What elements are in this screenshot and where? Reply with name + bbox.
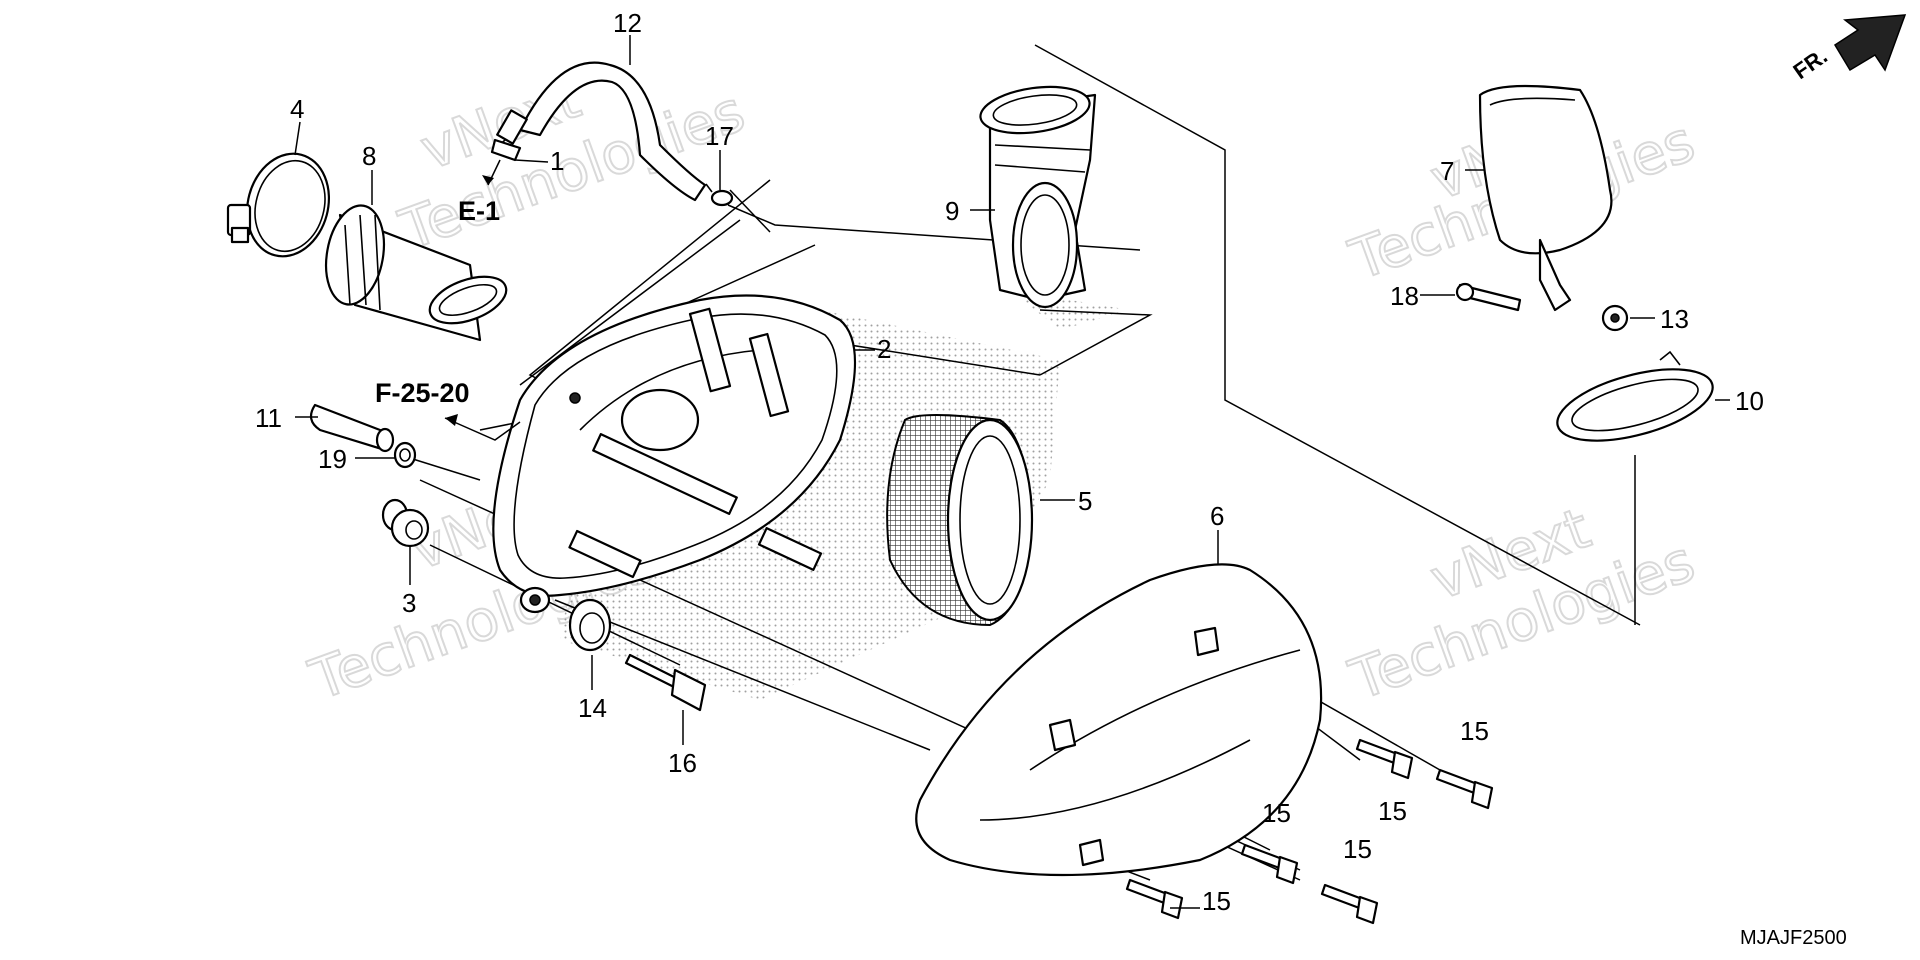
bolt-15 [1355, 738, 1414, 780]
callout-10: 10 [1735, 386, 1764, 416]
part-8-connecting-tube [324, 204, 508, 342]
part-2-air-cleaner-case [492, 294, 857, 614]
callout-16: 16 [668, 748, 697, 778]
bolt-15 [1125, 878, 1184, 920]
part-18-screw [1455, 282, 1522, 312]
bolt-15 [1320, 883, 1379, 925]
part-16-bolt [624, 653, 707, 712]
callout-17: 17 [705, 121, 734, 151]
part-17-clip [705, 183, 734, 207]
part-5-air-filter [886, 414, 1034, 627]
callout-15: 15 [1262, 798, 1291, 828]
callout-19: 19 [318, 444, 347, 474]
reference-e1: E-1 [458, 159, 501, 226]
callout-1: 1 [550, 146, 564, 176]
front-direction-indicator: FR. [1789, 14, 1907, 84]
callout-3: 3 [402, 588, 416, 618]
bolt-15 [1240, 843, 1299, 885]
callout-15: 15 [1378, 796, 1407, 826]
reference-f-25-20: F-25-20 [375, 378, 521, 441]
callout-6: 6 [1210, 501, 1224, 531]
callout-7: 7 [1440, 156, 1454, 186]
callout-15: 15 [1460, 716, 1489, 746]
part-13-nut [1601, 304, 1629, 332]
callout-13: 13 [1660, 304, 1689, 334]
part-9-air-duct [979, 85, 1097, 309]
callout-leaders [294, 35, 1730, 909]
part-6-air-cleaner-cover [915, 563, 1323, 877]
callout-14: 14 [578, 693, 607, 723]
bolt-15 [1435, 768, 1494, 810]
callout-5: 5 [1078, 486, 1092, 516]
callout-labels: 4 8 12 1 17 9 2 5 6 7 18 13 10 11 19 3 1… [255, 8, 1764, 916]
callout-9: 9 [945, 196, 959, 226]
part-14-grommet [568, 598, 612, 652]
callout-11: 11 [255, 403, 282, 433]
reference-code: E-1 [458, 196, 500, 226]
callout-8: 8 [362, 141, 376, 171]
direction-label: FR. [1789, 43, 1832, 84]
callout-4: 4 [290, 94, 304, 124]
part-7-cover [1478, 84, 1613, 312]
reference-code: F-25-20 [375, 378, 470, 408]
part-10-seal [1556, 350, 1714, 442]
part-15-bolts [1125, 738, 1494, 925]
part-12-breather-tube [491, 61, 707, 202]
callout-15: 15 [1343, 834, 1372, 864]
drawing-code: MJAJF2500 [1740, 927, 1847, 949]
part-19-clip [393, 441, 417, 469]
part-11-drain-tube [309, 403, 395, 453]
callout-15: 15 [1202, 886, 1231, 916]
callout-12: 12 [613, 8, 642, 38]
part-4-hose-clamp [226, 152, 331, 258]
part-3-grommet [381, 498, 430, 548]
callout-18: 18 [1390, 281, 1419, 311]
callout-2: 2 [877, 334, 891, 364]
